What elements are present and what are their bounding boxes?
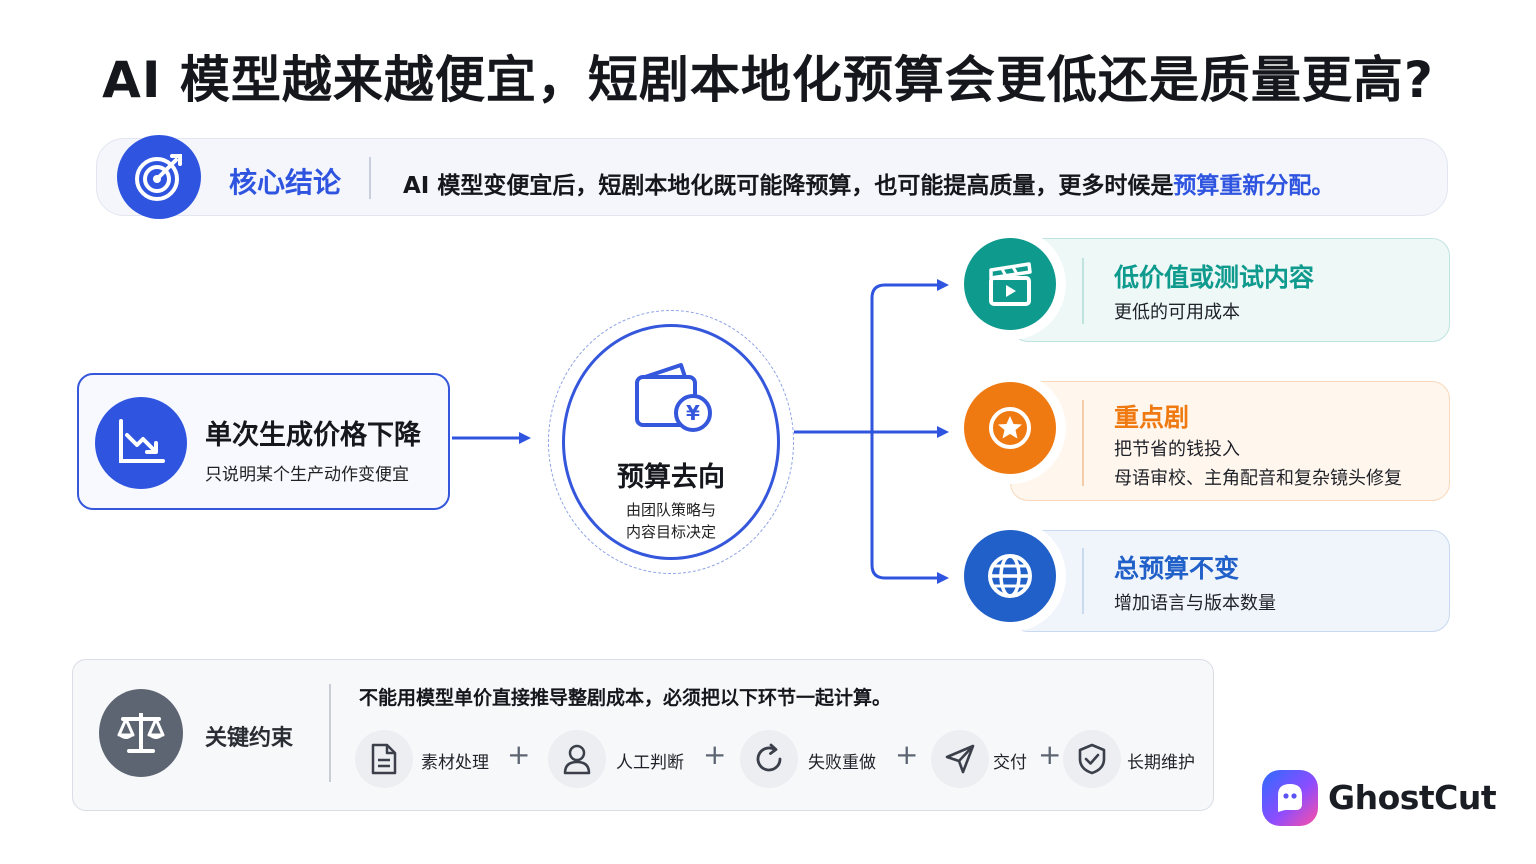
price-drop-subtitle: 只说明某个生产动作变便宜 [205,465,409,485]
svg-text:¥: ¥ [686,401,700,425]
document-icon [355,730,413,788]
step-label-maintenance: 长期维护 [1127,753,1195,773]
globe-icon [964,530,1056,622]
core-conclusion-banner: 核心结论 AI 模型变便宜后，短剧本地化既可能降预算，也可能提高质量，更多时候是… [96,135,1448,219]
arrow-hub-to-top [870,279,949,432]
retry-icon [740,730,798,788]
arrow-hub-to-bottom [870,432,949,584]
core-conclusion-label: 核心结论 [229,166,342,199]
clapperboard-icon [964,238,1056,330]
shield-check-icon [1063,730,1121,788]
branch-text-key-drama-line-2: 母语审校、主角配音和复杂镜头修复 [1114,468,1402,489]
balance-scale-icon [99,689,183,777]
divider [1082,400,1084,486]
divider [1082,548,1084,614]
step-label-material: 素材处理 [421,753,489,773]
brand-logo-text: GhostCut [1328,778,1497,817]
core-conclusion-highlight: 预算重新分配。 [1173,173,1335,199]
branch-text-same-budget: 增加语言与版本数量 [1114,593,1276,614]
branch-title-same-budget: 总预算不变 [1114,554,1240,583]
send-icon [931,730,989,788]
budget-hub-ring [548,310,794,574]
step-label-human-judgment: 人工判断 [616,753,684,773]
core-conclusion-text: AI 模型变便宜后，短剧本地化既可能降预算，也可能提高质量，更多时候是预算重新分… [403,166,1334,200]
target-icon [117,135,201,219]
branch-title-key-drama: 重点剧 [1114,403,1190,432]
plus-sign: + [1038,738,1062,771]
branch-title-low-value: 低价值或测试内容 [1114,263,1315,292]
step-label-redo: 失败重做 [808,753,876,773]
person-icon [548,730,606,788]
budget-destination-hub: ¥ 预算去向 由团队策略与 内容目标决定 [562,324,780,560]
divider [329,684,331,782]
price-down-chart-icon [95,397,187,489]
wallet-yen-icon: ¥ [631,361,717,441]
branch-text-low-value: 更低的可用成本 [1114,302,1240,323]
step-label-delivery: 交付 [993,753,1027,773]
price-drop-title: 单次生成价格下降 [205,420,421,451]
divider [369,157,371,199]
divider [1082,258,1084,324]
core-conclusion-body: AI 模型变便宜后，短剧本地化既可能降预算，也可能提高质量，更多时候是 [403,173,1174,199]
budget-destination-subtitle: 由团队策略与 内容目标决定 [565,499,777,543]
plus-sign: + [507,738,531,771]
plus-sign: + [703,738,727,771]
branch-text-key-drama-line-1: 把节省的钱投入 [1114,439,1240,460]
key-constraint-text: 不能用模型单价直接推导整剧成本，必须把以下环节一起计算。 [359,687,892,709]
ghost-icon [1262,770,1318,826]
price-drop-box: 单次生成价格下降 只说明某个生产动作变便宜 [77,373,450,510]
key-constraint-box: 关键约束 不能用模型单价直接推导整剧成本，必须把以下环节一起计算。 素材处理 +… [72,659,1214,811]
budget-destination-subtitle-line-2: 内容目标决定 [625,523,716,541]
key-constraint-label: 关键约束 [205,726,294,751]
page-title: AI 模型越来越便宜，短剧本地化预算会更低还是质量更高? [102,51,1434,109]
budget-destination-subtitle-line-1: 由团队策略与 [625,501,716,519]
plus-sign: + [895,738,919,771]
star-badge-icon [964,382,1056,474]
budget-destination-title: 预算去向 [617,462,725,493]
